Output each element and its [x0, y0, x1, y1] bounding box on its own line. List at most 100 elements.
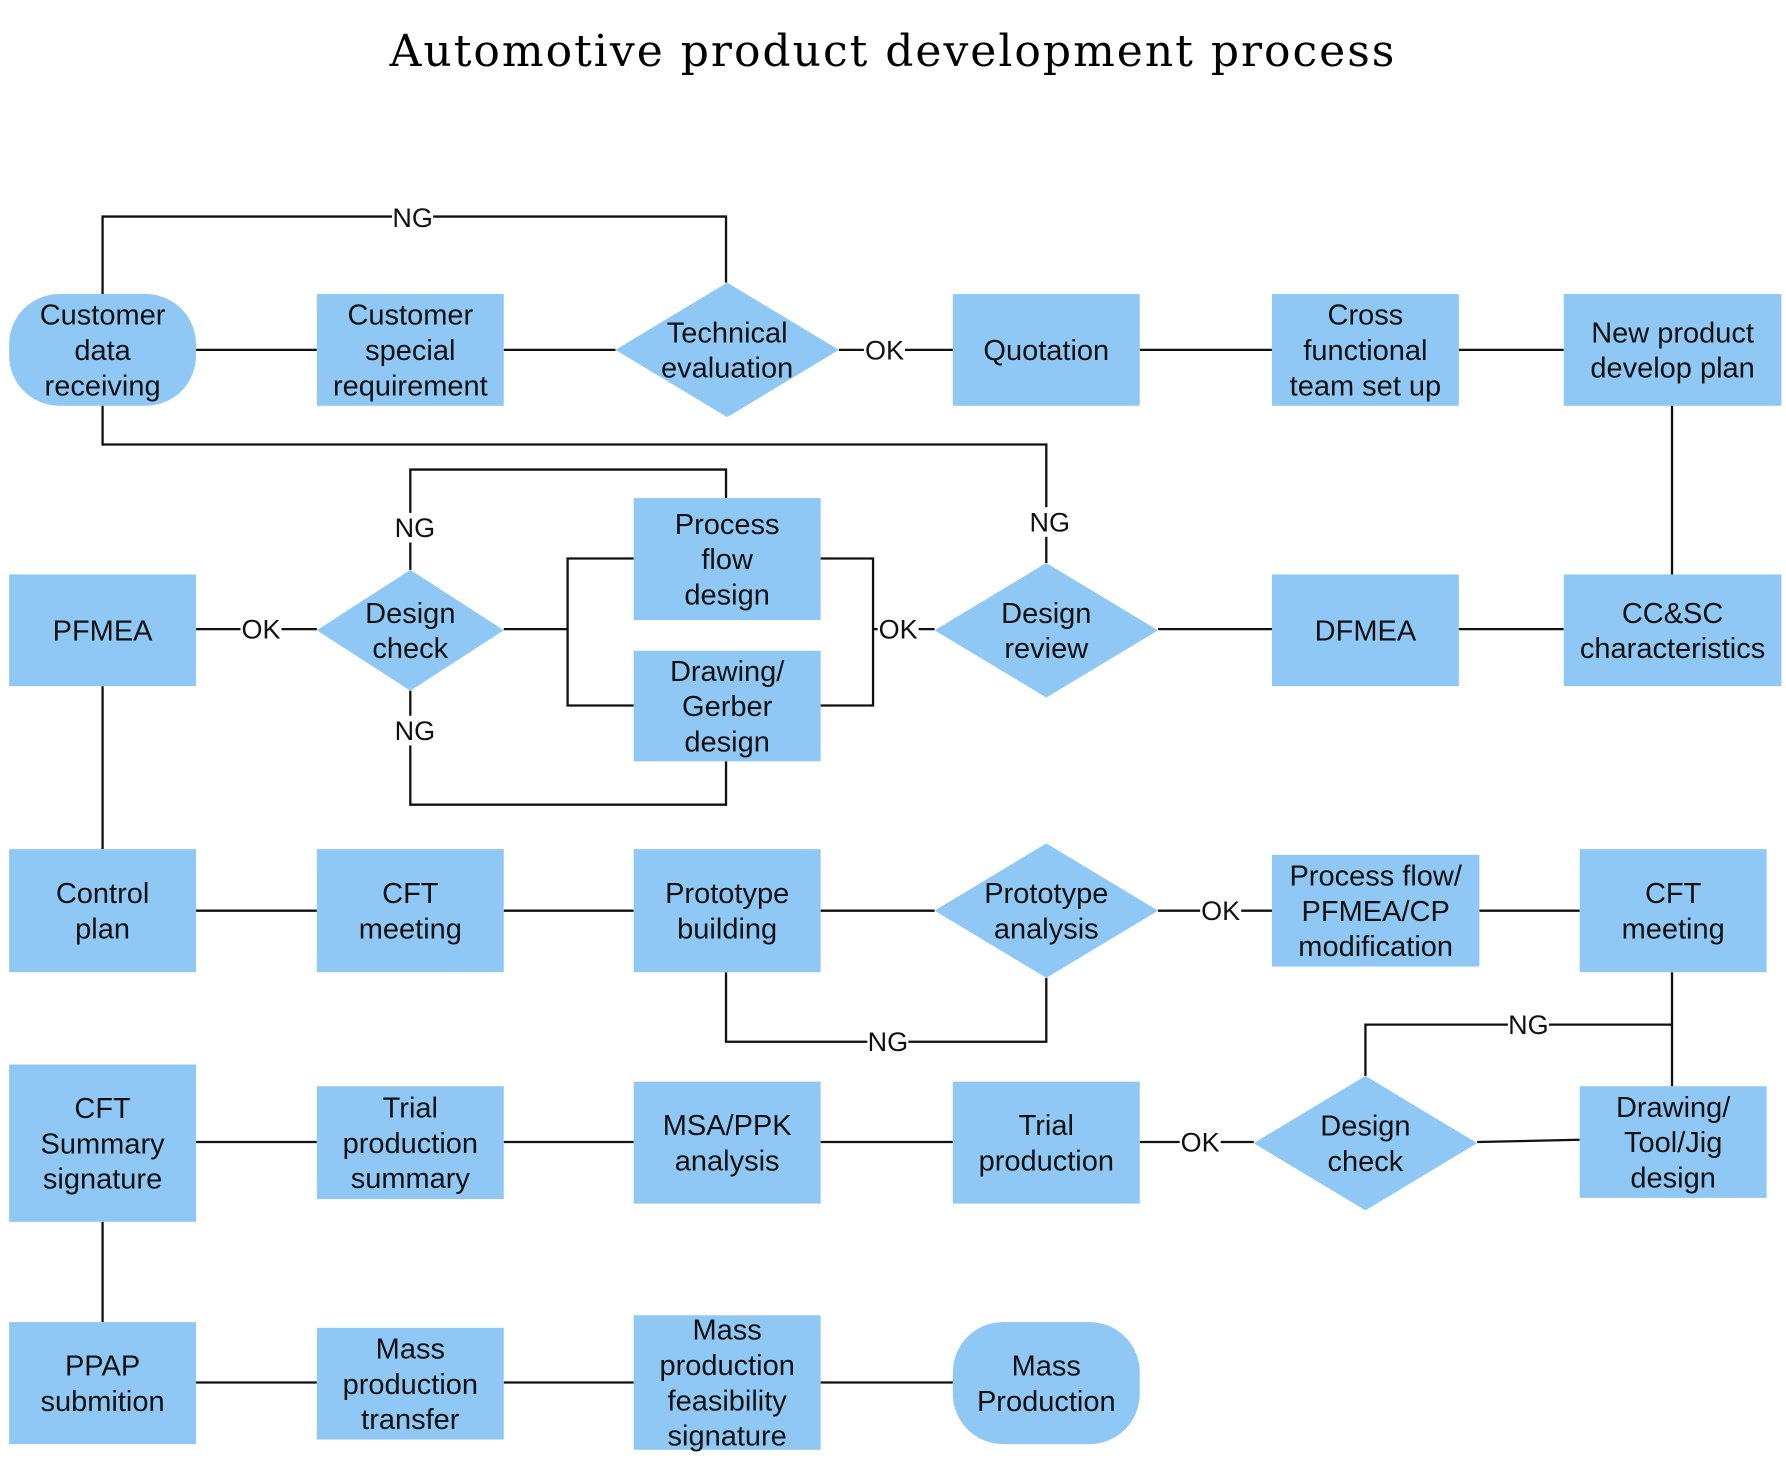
decision-diamond: [1253, 1075, 1478, 1211]
process-box: [316, 1327, 504, 1440]
connector-line: [101, 405, 1048, 564]
process-box: [316, 849, 504, 973]
connector-line: [1477, 1138, 1580, 1144]
edge-label-text: NG: [1508, 1010, 1549, 1040]
connector-line: [820, 557, 875, 707]
edge-label-text: NG: [868, 1027, 909, 1057]
edge-labels: NG OK NG NG NG OK OK OK NG NG OK: [240, 202, 1549, 1157]
edge-label-text: OK: [865, 335, 904, 365]
terminal-shape: [952, 1322, 1140, 1445]
process-box: [952, 1081, 1140, 1204]
node-label: Quotation: [983, 335, 1109, 367]
edge-label-ok: OK: [1179, 1127, 1221, 1157]
process-box: [316, 294, 504, 406]
process-box: [9, 1064, 197, 1222]
decision-diamond: [615, 282, 839, 418]
process-box: [633, 849, 821, 973]
process-box: [633, 1315, 821, 1450]
decision-diamond: [316, 569, 504, 691]
flow-node-process: PFMEA: [9, 574, 197, 687]
edge-label-text: NG: [1029, 507, 1070, 537]
process-box: [1271, 294, 1459, 406]
edge-label-ng: NG: [1029, 507, 1071, 537]
edge-label-ng: NG: [394, 512, 436, 543]
edge-label-ng: NG: [867, 1026, 909, 1057]
process-box: [1563, 574, 1782, 687]
edge-label-text: OK: [1181, 1127, 1220, 1157]
edge-label-ok: OK: [877, 614, 919, 645]
edge-label-ok: OK: [1200, 895, 1242, 926]
flow-node-process: Quotation: [952, 294, 1140, 406]
node-label: PFMEA: [53, 615, 154, 647]
edge-label-ng: NG: [394, 715, 436, 746]
edge-label-ng: NG: [392, 202, 434, 233]
edge-label-text: NG: [392, 203, 433, 233]
connector-line: [566, 557, 634, 707]
edge-label-ok: OK: [863, 335, 905, 365]
process-box: [952, 294, 1140, 406]
process-box: [9, 1322, 197, 1445]
decision-diamond: [934, 563, 1158, 698]
diagram-title: Automotive product development process: [389, 26, 1397, 77]
process-box: [1579, 1086, 1767, 1198]
node-label: DFMEA: [1315, 615, 1417, 647]
connector-line: [409, 690, 728, 806]
connector-line: [1364, 1023, 1673, 1076]
edge-label-ok: OK: [240, 614, 282, 645]
flow-node-process: DFMEA: [1271, 574, 1459, 687]
process-box: [1271, 854, 1480, 967]
process-box: [316, 1086, 504, 1200]
edge-label-ng: NG: [1507, 1009, 1549, 1040]
edge-label-text: OK: [1201, 896, 1240, 926]
process-box: [633, 650, 821, 762]
process-box: [9, 574, 197, 687]
edge-label-text: OK: [879, 615, 918, 645]
process-box: [9, 849, 197, 973]
edge-label-text: NG: [395, 716, 436, 746]
terminal-shape: [9, 294, 197, 406]
